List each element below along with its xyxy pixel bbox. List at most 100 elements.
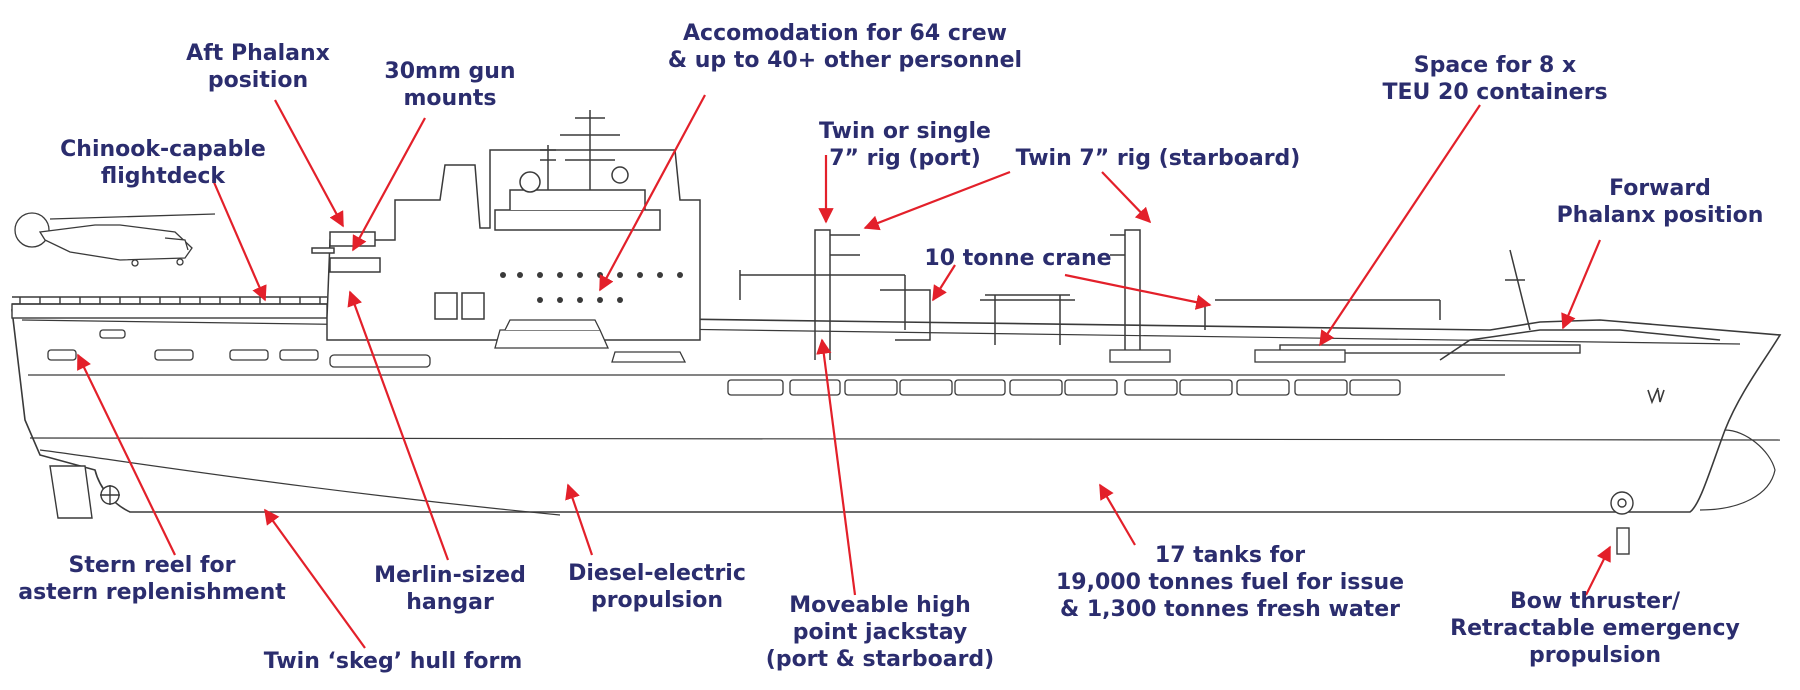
label-crane: 10 tonne crane [924,245,1111,272]
porthole [500,272,506,278]
label-containers: Space for 8 x TEU 20 containers [1382,52,1607,106]
label-propulsion: Diesel-electric propulsion [568,560,746,614]
bow-thruster-drawing [1610,491,1634,555]
hull-window [154,349,194,361]
lifeboat [494,329,610,349]
crane-3 [980,294,1075,345]
label-flightdeck: Chinook-capable flightdeck [60,136,266,190]
rudder-and-propeller [49,465,120,519]
label-line: flightdeck [100,164,226,189]
label-line: Stern reel for [68,553,236,578]
deck-railing [12,296,327,305]
gun-barrel [311,247,335,254]
cargo-box [1109,349,1171,363]
label-line: point jackstay [792,620,968,645]
hull-window [279,349,319,361]
label-line: Chinook-capable [60,137,266,162]
cockpit [164,237,189,251]
label-line: Diesel-electric [568,561,746,586]
label-line: Aft Phalanx [186,41,330,66]
label-line: 10 tonne crane [924,246,1112,271]
bay [727,379,784,396]
label-accommodation: Accomodation for 64 crew & up to 40+ oth… [668,20,1022,74]
hull-lines [21,319,1781,516]
porthole [617,272,623,278]
label-line: & up to 40+ other personnel [667,48,1023,73]
pointer-arrows [77,94,1611,649]
arrow-rig-port-to-starboard-label [863,170,1011,231]
bay [789,379,841,396]
radar-dome [519,171,541,193]
label-line: Accomodation for 64 crew [683,21,1007,46]
anchor-mark [1647,387,1665,405]
arrow-aft-phalanx [274,99,344,228]
hangar-vent [461,292,485,320]
rig-port-arms [830,234,860,256]
label-line: Retractable emergency [1450,616,1740,641]
label-line: Bow thruster/ [1510,589,1680,614]
arrow-gun-mounts [352,117,426,252]
skeg-line [39,449,561,516]
bow-bulb [1699,429,1776,511]
porthole [537,272,543,278]
superstructure [311,110,701,341]
cargo-box [1254,349,1346,363]
arrow-stern-reel [77,353,176,556]
forward-mast [1505,249,1531,331]
bridge [494,209,661,231]
portholes [500,272,683,303]
label-line: Phalanx position [1556,203,1764,228]
helicopter [14,212,216,267]
label-line: (port & starboard) [765,647,995,672]
waterline [29,437,1781,441]
arrow-skeg [264,508,366,649]
bay [1179,379,1233,396]
hangar-vent [434,292,458,320]
label-line: hangar [406,590,494,615]
arrow-hangar [347,290,450,561]
label-line: Twin ‘skeg’ hull form [263,649,523,674]
wheel [131,259,139,267]
arrow-tanks [1099,483,1136,546]
wheel [176,258,184,266]
porthole [597,272,603,278]
porthole [637,272,643,278]
bay [844,379,898,396]
forecastle [1439,329,1721,361]
rescue-boat [611,351,687,363]
bay [954,379,1006,396]
flightdeck [11,303,328,319]
label-aft-phalanx: Aft Phalanx position [186,40,330,94]
main-rotor [49,213,216,220]
label-rig-starboard: Twin 7” rig (starboard) [1016,145,1301,172]
gun-mount [329,257,381,273]
lifeboats [494,319,687,363]
arrow-crane-1 [932,264,956,302]
bay [1009,379,1063,396]
arrow-flightdeck [211,179,267,302]
bay [1236,379,1290,396]
label-line: propulsion [590,588,724,613]
porthole [537,297,543,303]
rudder [49,465,93,519]
hull-window [329,354,431,368]
label-line: & 1,300 tonnes fresh water [1060,597,1400,622]
porthole [557,272,563,278]
phalanx-mount-aft [329,231,376,247]
porthole [557,297,563,303]
label-line: astern replenishment [18,580,286,605]
label-line: 19,000 tonnes fuel for issue [1055,570,1405,595]
thruster-hub [1617,498,1627,508]
lifeboat-roof [504,319,601,331]
arrow-propulsion [565,483,594,556]
rig-starboard-post [1124,229,1141,360]
porthole [517,272,523,278]
hangar-block [326,149,701,341]
label-line: propulsion [1528,643,1662,668]
bay [899,379,953,396]
hull-window [99,329,126,339]
retractable-unit [1616,527,1630,555]
porthole [617,297,623,303]
